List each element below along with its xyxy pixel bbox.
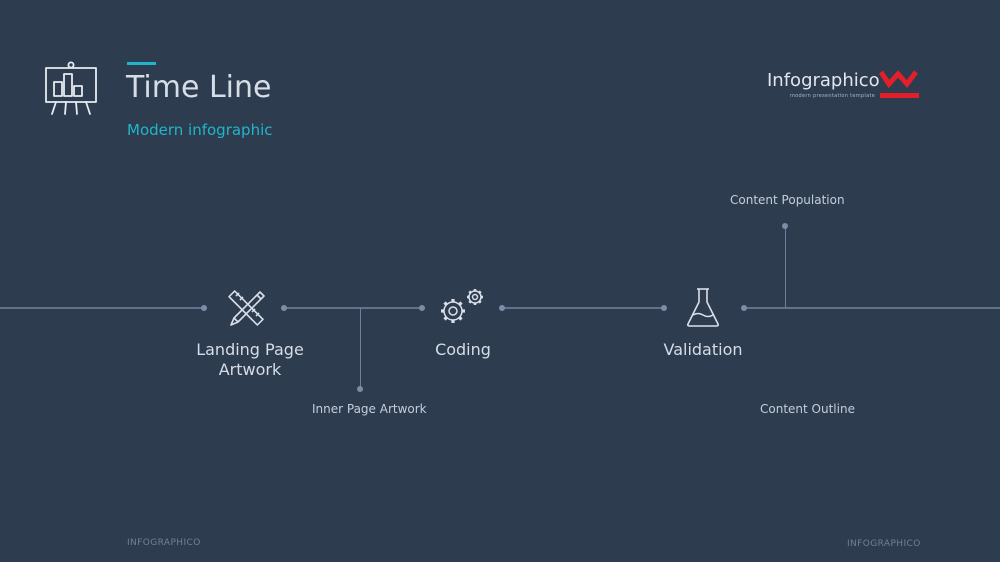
- step-landing-page-line2: Artwork: [218, 360, 282, 379]
- gears-icon: [436, 286, 488, 330]
- brand-name: Infographico: [767, 70, 880, 91]
- footer-right: INFOGRAPHICO: [847, 539, 921, 549]
- flask-icon: [684, 286, 724, 330]
- pencil-ruler-icon: [224, 286, 268, 330]
- timeline-segment: [502, 307, 664, 309]
- step-coding: Coding: [435, 340, 491, 359]
- timeline-dot: [741, 305, 747, 311]
- timeline-segment: [284, 307, 422, 309]
- connector-inner-page: [360, 308, 361, 387]
- timeline-dot: [419, 305, 425, 311]
- w-logo-icon: [879, 70, 921, 102]
- timeline-dot: [201, 305, 207, 311]
- step-landing-page-line1: Landing Page: [196, 340, 304, 359]
- footer-left: INFOGRAPHICO: [127, 538, 201, 548]
- connector-dot-content-population: [782, 223, 788, 229]
- timeline-dot: [661, 305, 667, 311]
- timeline-dot: [281, 305, 287, 311]
- note-content-outline: Content Outline: [760, 402, 855, 416]
- note-inner-page-artwork: Inner Page Artwork: [312, 402, 427, 416]
- timeline-segment: [0, 307, 204, 309]
- step-validation: Validation: [663, 340, 743, 359]
- timeline-dot: [499, 305, 505, 311]
- step-landing-page: Landing Page Artwork: [190, 340, 310, 380]
- brand-tagline: modern presentation template: [790, 93, 876, 99]
- title-accent-bar: [127, 62, 156, 65]
- connector-content-population: [785, 226, 786, 308]
- connector-dot-inner-page: [357, 386, 363, 392]
- presentation-board-icon: [44, 60, 100, 116]
- note-content-population: Content Population: [730, 193, 845, 207]
- page-subtitle: Modern infographic: [127, 121, 273, 139]
- timeline-segment: [744, 307, 1000, 309]
- page-title: Time Line: [126, 70, 272, 105]
